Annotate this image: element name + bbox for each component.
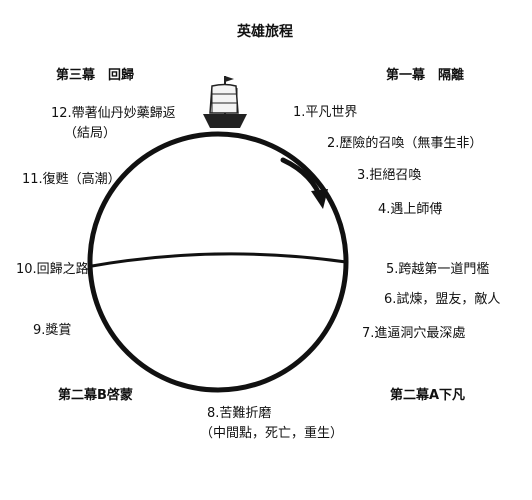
stage-label-5: 5.跨越第一道門檻 (386, 262, 490, 277)
stage-label-2: 2.歷險的召喚（無事生非） (327, 136, 483, 151)
act-label-act2b: 第二幕B啓蒙 (58, 388, 133, 403)
diagram-title: 英雄旅程 (237, 24, 293, 40)
world-divider-line (91, 252, 347, 268)
stage-label-12-line1: 12.帶著仙丹妙藥歸返 (51, 106, 176, 121)
stage-label-8-line1: 8.苦難折磨 (207, 406, 272, 421)
stage-label-9: 9.獎賞 (33, 323, 72, 338)
act-label-act1: 第一幕 隔離 (386, 68, 465, 83)
stage-label-3: 3.拒絕召喚 (357, 168, 422, 183)
act-label-act3: 第三幕 回歸 (56, 68, 135, 83)
stage-label-1: 1.平凡世界 (293, 105, 358, 120)
stage-label-7: 7.進逼洞穴最深處 (362, 326, 466, 341)
sailing-ship-icon (203, 76, 247, 128)
curved-arrow-icon (280, 157, 328, 209)
stage-label-6: 6.試煉，盟友，敵人 (384, 292, 501, 307)
stage-label-8-line2: （中間點，死亡，重生） (200, 426, 344, 441)
stage-label-12-line2: （結局） (64, 126, 117, 141)
stage-label-11: 11.復甦（高潮） (22, 172, 121, 187)
act-label-act2a: 第二幕A下凡 (390, 388, 466, 403)
stage-label-4: 4.遇上師傅 (378, 202, 443, 217)
stage-label-10: 10.回歸之路 (16, 262, 89, 277)
journey-circle (87, 131, 349, 393)
